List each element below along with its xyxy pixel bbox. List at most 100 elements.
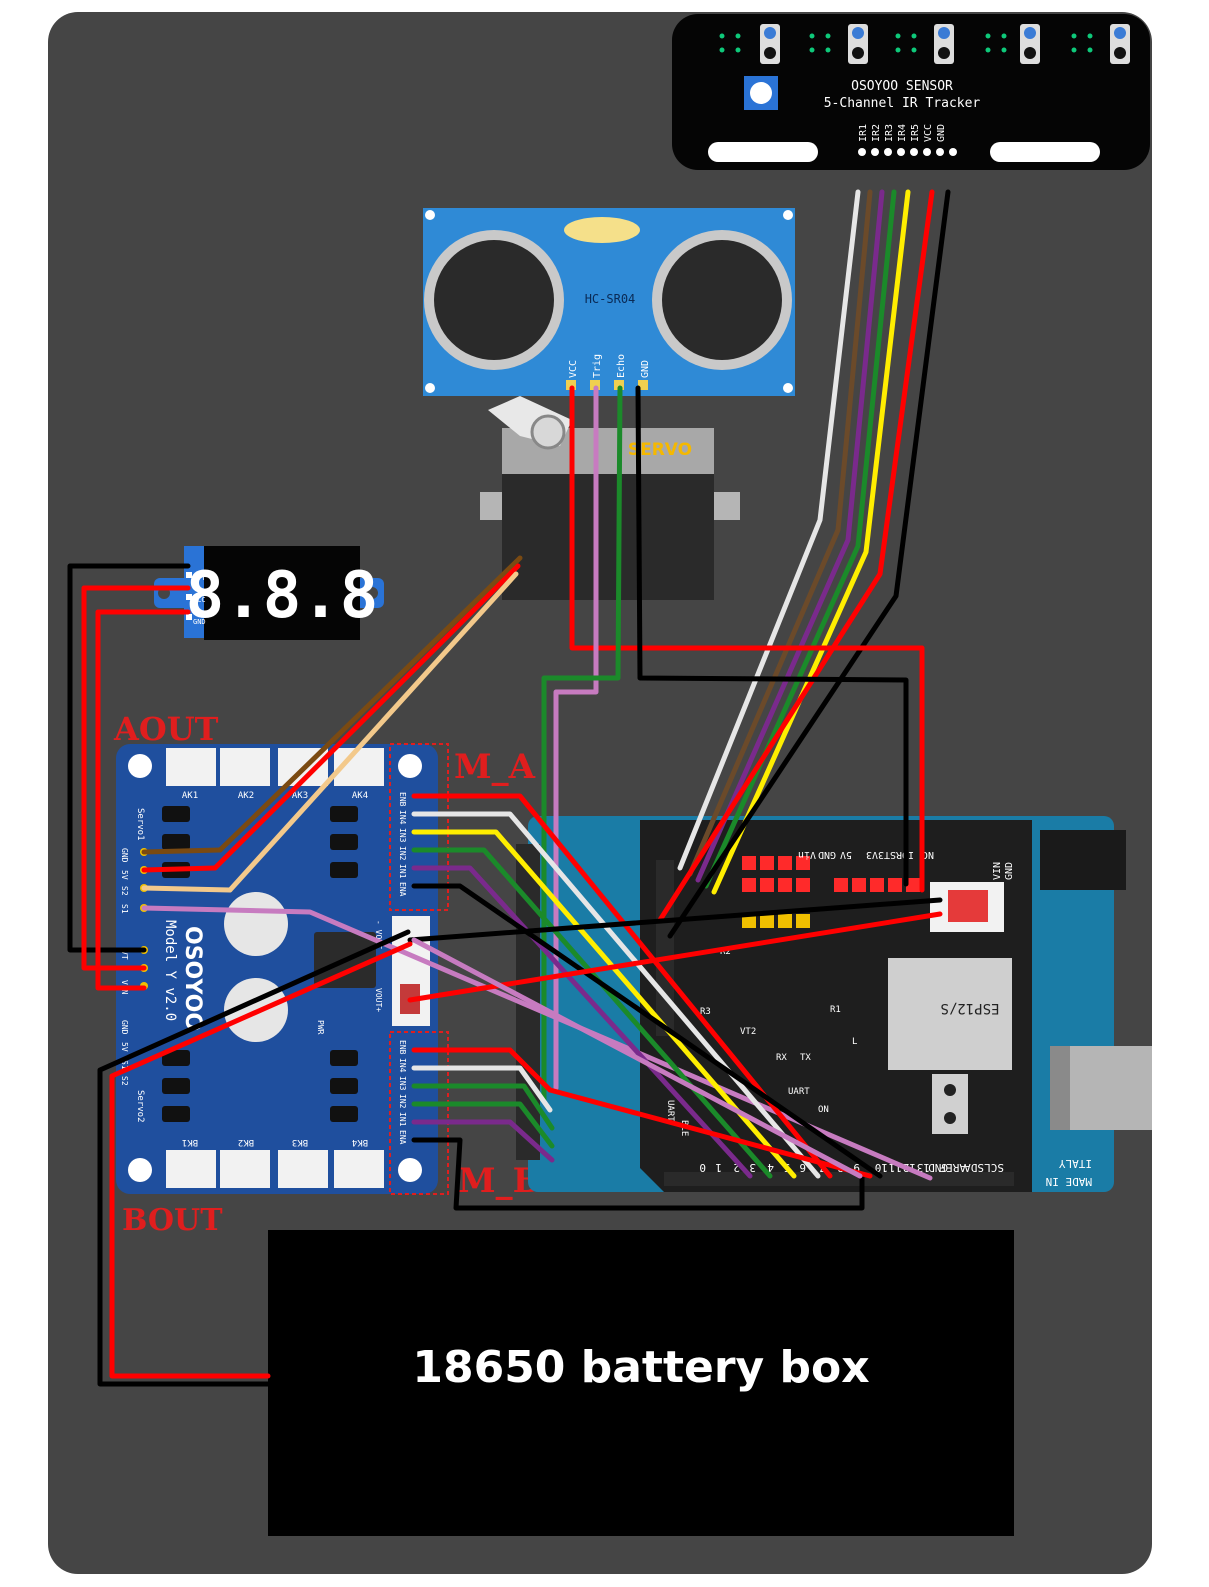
voltmeter-module: 8.8.8 VT VCC GND bbox=[154, 546, 384, 640]
italy: ITALY bbox=[1059, 1157, 1092, 1170]
ir-pin-label: IR1 bbox=[858, 124, 869, 142]
wire-ir3-purple bbox=[695, 189, 885, 883]
shield-bottom-pin-label: 3 bbox=[749, 1161, 756, 1174]
shield-header-label: RST bbox=[884, 849, 902, 860]
servo1-pin: GND bbox=[120, 848, 129, 863]
wire-ir-gnd-black bbox=[667, 189, 951, 939]
bout-connector-label: BK4 bbox=[352, 1137, 368, 1147]
driver-model: Model Y v2.0 bbox=[162, 920, 178, 1021]
wire-ma-enb bbox=[411, 793, 833, 1179]
ir-pin-label: IR2 bbox=[871, 124, 882, 142]
shield-label: VT2 bbox=[740, 1027, 756, 1037]
mb-pin: IN3 bbox=[398, 1076, 407, 1091]
shield-label: RX bbox=[776, 1053, 787, 1063]
wire-battery-red bbox=[109, 941, 413, 1379]
ultrasonic-model: HC-SR04 bbox=[585, 292, 636, 306]
shield-bottom-pin-label: AREF bbox=[940, 1161, 967, 1174]
ma-pin: ENB bbox=[398, 792, 407, 807]
ir-pin-label: GND bbox=[936, 124, 947, 142]
shield-bottom-pin-label: 6 bbox=[799, 1161, 806, 1174]
vm-pin-label: GND bbox=[193, 618, 206, 626]
driver-brand: OSOYOO bbox=[180, 926, 205, 1031]
mb-label: M_B bbox=[458, 1161, 541, 1201]
wire-ir-vcc-red bbox=[657, 189, 935, 923]
ma-pin: IN2 bbox=[398, 846, 407, 861]
ma-pin: ENA bbox=[398, 882, 407, 897]
mb-pin: ENA bbox=[398, 1130, 407, 1145]
wire-servo-red bbox=[212, 563, 521, 871]
shield-bottom-pin-label: SDA bbox=[964, 1161, 984, 1174]
aout-connector-label: AK1 bbox=[182, 791, 198, 801]
shield-bottom-pin-label: GND bbox=[928, 1161, 948, 1174]
us-pin-label: Echo bbox=[616, 354, 627, 378]
wire-ir1-white bbox=[677, 189, 861, 871]
ir-tracker-module: OSOYOO SENSOR 5-Channel IR Tracker IR1 I… bbox=[672, 14, 1150, 170]
shield-bottom-pin-label: 9 bbox=[853, 1161, 860, 1174]
wire-s1-pink bbox=[141, 905, 933, 1181]
wire-battery-black bbox=[97, 929, 411, 1387]
vout-plus: VOUT+ bbox=[374, 988, 383, 1012]
ir-pin-label: IR3 bbox=[884, 124, 895, 142]
wire-us-trig bbox=[553, 385, 599, 1091]
servo1-pin: 5V bbox=[120, 870, 129, 880]
servo1-label: Servo1 bbox=[135, 808, 145, 841]
ir-pin-labels: IR1 IR2 IR3 IR4 IR5 VCC GND bbox=[858, 124, 947, 142]
servo1-pin: S2 bbox=[120, 886, 129, 896]
vout-minus: - VOUT bbox=[374, 920, 383, 949]
wire-us-gnd bbox=[635, 385, 909, 887]
shield-label: R2 bbox=[720, 947, 731, 957]
servo2-pin: S2 bbox=[120, 1076, 129, 1086]
wires bbox=[67, 189, 951, 1387]
shield-bottom-pin-label: 2 bbox=[733, 1161, 740, 1174]
ir-pin-label: IR4 bbox=[897, 124, 908, 142]
servo2-pin: S1 bbox=[120, 1060, 129, 1070]
servo-label: SERVO bbox=[628, 440, 692, 460]
servo2-pin: 5V bbox=[120, 1042, 129, 1052]
mb-pin: ENB bbox=[398, 1040, 407, 1055]
pwr-label: PWR bbox=[316, 1020, 325, 1035]
mb-pin: IN2 bbox=[398, 1094, 407, 1109]
shield-bottom-pin-label: 10 bbox=[875, 1161, 888, 1174]
wire-vm-vt bbox=[67, 563, 191, 953]
bout-connector-label: BK1 bbox=[182, 1137, 198, 1147]
us-pin-label: VCC bbox=[568, 360, 579, 378]
shield-bottom-pin-label: 4 bbox=[767, 1161, 774, 1174]
shield-label: L bbox=[852, 1037, 857, 1047]
us-pin-label: Trig bbox=[592, 354, 603, 378]
shield-power-label: VIN bbox=[992, 862, 1003, 880]
ir-pin-label: VCC bbox=[923, 124, 934, 142]
shield-header-label: Vin bbox=[798, 849, 816, 860]
made-in: MADE IN bbox=[1046, 1175, 1092, 1188]
ir-pin-label: IR5 bbox=[910, 124, 921, 142]
shield-header-label: NC bbox=[922, 849, 934, 860]
wire-us-vcc bbox=[569, 385, 925, 893]
power-pin: VT bbox=[120, 950, 129, 960]
bout-label: BOUT bbox=[122, 1203, 223, 1238]
ma-pin: IN1 bbox=[398, 864, 407, 879]
shield-bottom-pin-label: 13 bbox=[917, 1161, 930, 1174]
servo2-label: Servo2 bbox=[135, 1090, 145, 1123]
shield-power-label: GND bbox=[1004, 862, 1015, 880]
ultrasonic-sensor: HC-SR04 VCC Trig Echo GND bbox=[423, 208, 795, 396]
voltmeter-display: 8.8.8 bbox=[186, 559, 379, 633]
battery-box: 18650 battery box bbox=[268, 1230, 1014, 1536]
shield-label: ON bbox=[818, 1105, 829, 1115]
shield-label: R1 bbox=[830, 1005, 841, 1015]
ir-sensor-array bbox=[719, 33, 1093, 53]
shield-header-label: 5V bbox=[840, 849, 852, 860]
shield-label: R3 bbox=[700, 1007, 711, 1017]
ma-pin: IN4 bbox=[398, 810, 407, 825]
bout-connector-label: BK3 bbox=[292, 1137, 308, 1147]
ma-pin: IN3 bbox=[398, 828, 407, 843]
wire-servo-brown bbox=[217, 555, 523, 853]
shield-bottom-pin-label: 1 bbox=[715, 1161, 722, 1174]
aout-label: AOUT bbox=[113, 710, 219, 748]
wire-ir5-yellow bbox=[711, 189, 911, 895]
vm-pin-label: VT bbox=[197, 574, 206, 582]
wire-vm-gnd bbox=[95, 609, 191, 991]
aout-connector-label: AK3 bbox=[292, 791, 308, 801]
wire-ir4-green bbox=[703, 189, 897, 889]
ir-name: 5-Channel IR Tracker bbox=[824, 96, 981, 111]
ma-label: M_A bbox=[454, 747, 536, 787]
